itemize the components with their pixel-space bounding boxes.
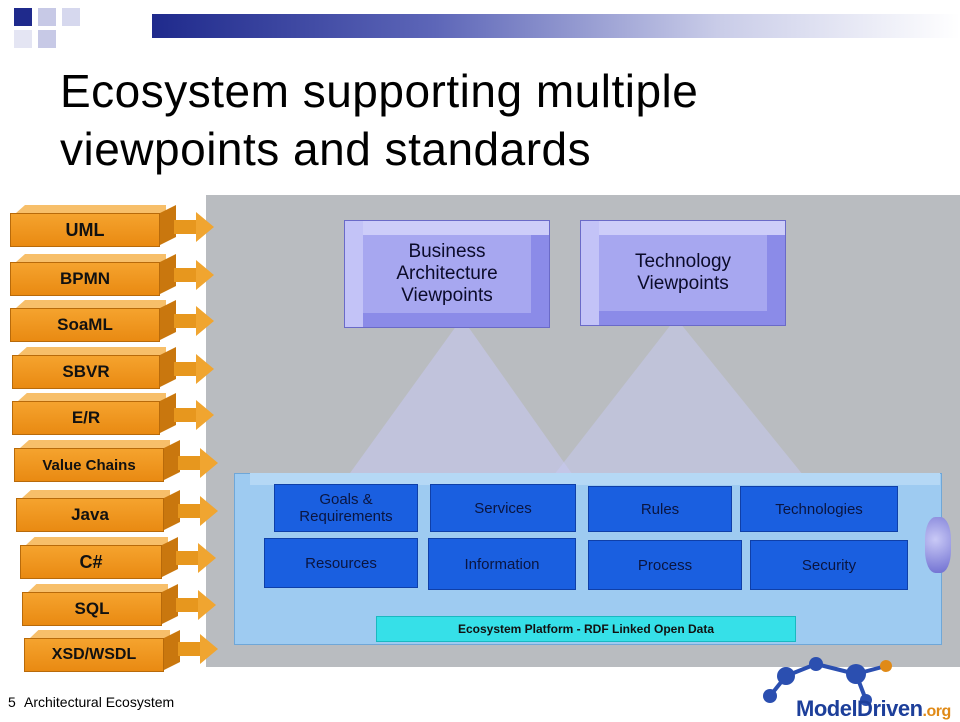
corner-square (62, 8, 80, 26)
standard-value-chains: Value Chains (14, 440, 180, 482)
corner-square (14, 8, 32, 26)
standard-label: Value Chains (14, 448, 164, 482)
business-vp-line-1: Business (408, 241, 486, 262)
standard-label: SQL (22, 592, 162, 626)
cell-process: Process (588, 540, 742, 590)
platform-slab-top (250, 473, 940, 485)
standard-sql: SQL (22, 584, 178, 626)
business-vp-line-2: Architecture (396, 263, 498, 284)
cell-rules: Rules (588, 486, 732, 532)
connector-arrow-icon (174, 306, 214, 336)
standard-label: SBVR (12, 355, 160, 389)
modeldriven-logo-graphic (763, 657, 892, 706)
standard-java: Java (16, 490, 180, 532)
standard-xsd-wsdl: XSD/WSDL (24, 630, 180, 672)
standard-c-: C# (20, 537, 178, 579)
cell-services: Services (430, 484, 576, 532)
title-line-1: Ecosystem supporting multiple (60, 65, 699, 117)
corner-square (14, 30, 32, 48)
title-bar-gradient (152, 14, 960, 38)
connector-cap-icon (925, 517, 951, 573)
standard-sbvr: SBVR (12, 347, 176, 389)
connector-arrow-icon (178, 496, 218, 526)
connector-arrow-icon (178, 634, 218, 664)
standard-label: E/R (12, 401, 160, 435)
cell-goals-requirements: Goals & Requirements (274, 484, 418, 532)
corner-square (38, 30, 56, 48)
connector-arrow-icon (176, 543, 216, 573)
connector-arrow-icon (174, 212, 214, 242)
standard-label: Java (16, 498, 164, 532)
connector-arrow-icon (178, 448, 218, 478)
technology-viewpoints: Technology Viewpoints (580, 220, 786, 326)
standard-soaml: SoaML (10, 300, 176, 342)
standard-label: C# (20, 545, 162, 579)
standard-uml: UML (10, 205, 176, 247)
standard-label: XSD/WSDL (24, 638, 164, 672)
page-number: 5 (8, 694, 16, 710)
connector-arrow-icon (174, 400, 214, 430)
logo-main: ModelDriven (796, 696, 923, 721)
connector-arrow-icon (174, 354, 214, 384)
cell-security: Security (750, 540, 908, 590)
technology-vp-line-2: Viewpoints (637, 273, 729, 294)
title-line-2: viewpoints and standards (60, 123, 592, 175)
cell-resources: Resources (264, 538, 418, 588)
corner-square (38, 8, 56, 26)
standard-bpmn: BPMN (10, 254, 176, 296)
technology-vp-line-1: Technology (634, 251, 732, 272)
cell-information: Information (428, 538, 576, 590)
logo-suffix: .org (922, 703, 952, 720)
standard-label: BPMN (10, 262, 160, 296)
standard-e-r: E/R (12, 393, 176, 435)
business-architecture-viewpoints: Business Architecture Viewpoints (344, 220, 550, 328)
standard-label: UML (10, 213, 160, 247)
connector-arrow-icon (174, 260, 214, 290)
standard-label: SoaML (10, 308, 160, 342)
connector-arrow-icon (176, 590, 216, 620)
platform-label-bar: Ecosystem Platform - RDF Linked Open Dat… (376, 616, 796, 642)
cell-technologies: Technologies (740, 486, 898, 532)
business-vp-line-3: Viewpoints (401, 285, 493, 306)
slide-title: Ecosystem supporting multiple viewpoints… (60, 62, 940, 178)
footer-section-label: Architectural Ecosystem (24, 694, 175, 710)
modeldriven-logo-text: ModelDriven.org (796, 696, 951, 722)
